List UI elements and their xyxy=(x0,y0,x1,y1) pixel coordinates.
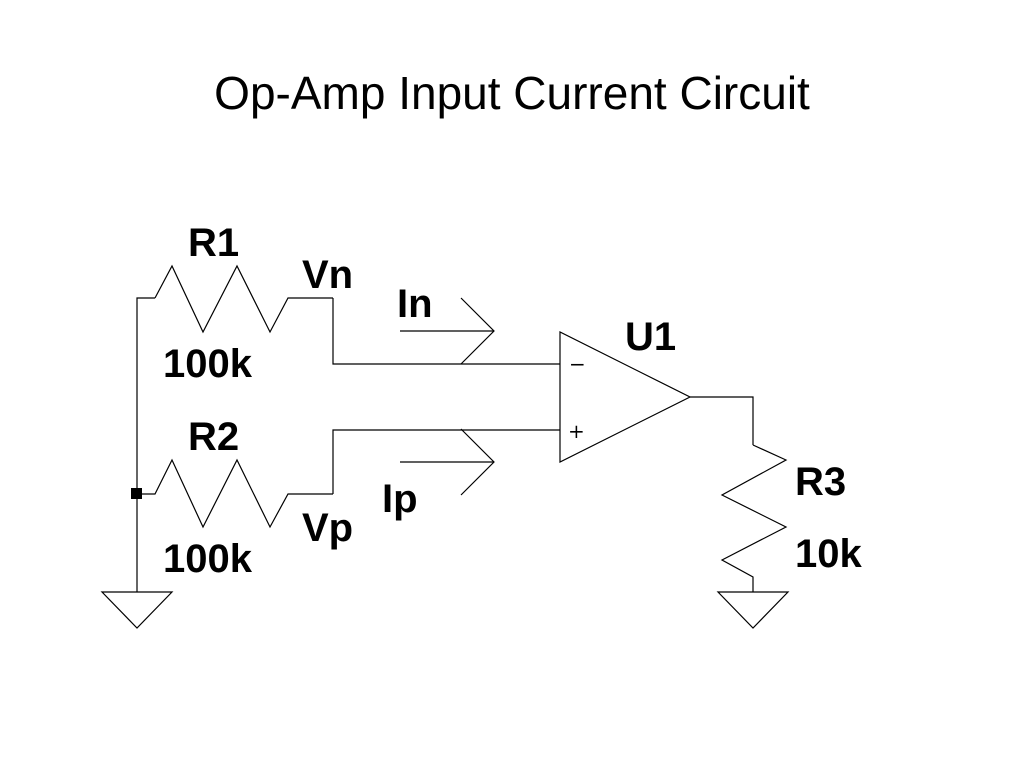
vn-net-label: Vn xyxy=(302,253,353,297)
resistor-r3 xyxy=(720,444,788,592)
opamp-u1: − + xyxy=(559,331,692,463)
noninverting-pin-label: + xyxy=(568,419,585,443)
current-arrow-ip xyxy=(400,428,495,496)
current-arrow-in xyxy=(400,297,495,365)
u1-name-label: U1 xyxy=(625,315,676,359)
wire-vn-net xyxy=(332,298,560,365)
r3-value-label: 10k xyxy=(795,532,862,576)
wire-vp-net xyxy=(332,429,560,494)
ground-symbol-right xyxy=(716,591,790,629)
r1-value-label: 100k xyxy=(163,342,253,386)
vp-net-label: Vp xyxy=(302,506,353,550)
r2-value-label: 100k xyxy=(163,537,253,581)
left-bus-wire xyxy=(136,297,155,592)
ground-symbol-left xyxy=(100,591,174,629)
in-current-label: In xyxy=(397,282,433,326)
inverting-pin-label: − xyxy=(569,352,586,376)
ip-current-label: Ip xyxy=(382,477,418,521)
resistor-r2 xyxy=(137,458,333,529)
r1-name-label: R1 xyxy=(188,221,239,265)
resistor-r1 xyxy=(154,264,333,334)
r3-name-label: R3 xyxy=(795,460,846,504)
diagram-title: Op-Amp Input Current Circuit xyxy=(214,67,810,119)
junction-node xyxy=(131,488,142,499)
r2-name-label: R2 xyxy=(188,415,239,459)
output-wire xyxy=(690,396,754,445)
